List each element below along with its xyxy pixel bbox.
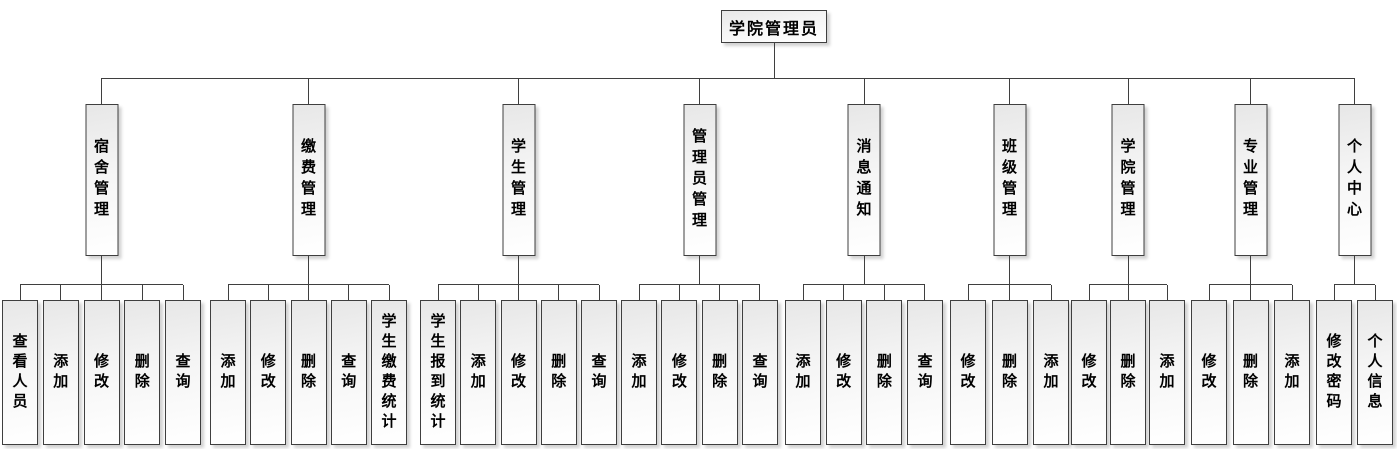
connector-line <box>101 78 1355 79</box>
leaf-node: 添加 <box>785 285 821 445</box>
leaf-row: 修改 删除 添加 <box>1191 285 1310 445</box>
connector-line <box>968 284 1051 285</box>
connector-line <box>20 284 183 285</box>
leaf-node: 添加 <box>210 285 246 445</box>
leaf-row: 修改 删除 添加 <box>1071 285 1185 445</box>
connector-line <box>1089 284 1167 285</box>
connector-line <box>1209 284 1292 285</box>
leaf-row: 学生报到统计 添加 修改 删除 查询 <box>420 285 617 445</box>
leaf-node: 查看人员 <box>2 285 38 445</box>
leaf-node: 个人信息 <box>1357 285 1393 445</box>
branch-node-admin-management: 管理员管理 <box>683 104 716 256</box>
leaf-node: 删除 <box>1232 285 1269 445</box>
leaf-row: 添加 修改 删除 查询 <box>785 285 943 445</box>
branch-group-major: 专业管理 修改 删除 添加 <box>1191 78 1310 445</box>
leaf-node: 添加 <box>1033 285 1069 445</box>
leaf-node: 删除 <box>290 285 327 445</box>
branch-group-admin: 管理员管理 添加 修改 删除 查询 <box>621 78 778 445</box>
leaf-row: 添加 修改 删除 查询 <box>621 285 778 445</box>
branch-node-major-management: 专业管理 <box>1234 104 1267 256</box>
leaf-row: 修改 删除 添加 <box>950 285 1069 445</box>
leaf-node: 添加 <box>42 285 79 445</box>
leaf-node: 删除 <box>866 285 903 445</box>
leaf-node: 修改 <box>661 285 698 445</box>
leaf-node: 查询 <box>330 285 367 445</box>
leaf-node: 查询 <box>581 285 617 445</box>
leaf-node: 修改 <box>825 285 862 445</box>
leaf-node: 查询 <box>906 285 943 445</box>
leaf-row: 添加 修改 删除 查询 学生缴费统计 <box>210 285 407 445</box>
leaf-node: 添加 <box>1149 285 1185 445</box>
leaf-row: 修改密码 个人信息 <box>1316 285 1393 445</box>
branch-group-college: 学院管理 修改 删除 添加 <box>1071 78 1185 445</box>
leaf-node: 学生报到统计 <box>420 285 456 445</box>
branch-node-class-management: 班级管理 <box>993 104 1026 256</box>
branch-group-dormitory: 宿舍管理 查看人员 添加 修改 删除 查询 <box>2 78 201 445</box>
leaf-node: 查询 <box>165 285 201 445</box>
branch-group-class: 班级管理 修改 删除 添加 <box>950 78 1069 445</box>
branch-node-message-notice: 消息通知 <box>847 104 881 256</box>
leaf-node: 删除 <box>701 285 738 445</box>
leaf-node: 添加 <box>460 285 497 445</box>
leaf-node: 删除 <box>124 285 161 445</box>
leaf-node: 修改 <box>83 285 120 445</box>
leaf-node: 修改 <box>250 285 287 445</box>
connector-line <box>803 284 925 285</box>
leaf-node: 添加 <box>621 285 657 445</box>
connector-line <box>774 43 775 78</box>
branch-node-college-management: 学院管理 <box>1111 104 1145 256</box>
branch-node-personal-center: 个人中心 <box>1338 104 1371 256</box>
branch-node-dormitory-management: 宿舍管理 <box>85 104 118 256</box>
branch-group-personal: 个人中心 修改密码 个人信息 <box>1316 78 1393 445</box>
branch-node-payment-management: 缴费管理 <box>292 104 325 256</box>
connector-line <box>438 284 599 285</box>
branch-group-payment: 缴费管理 添加 修改 删除 查询 学生缴费统计 <box>210 78 407 445</box>
connector-line <box>639 284 760 285</box>
leaf-node: 修改 <box>500 285 537 445</box>
leaf-node: 删除 <box>540 285 577 445</box>
leaf-node: 修改 <box>950 285 986 445</box>
leaf-node: 修改 <box>1071 285 1107 445</box>
leaf-node: 修改 <box>1191 285 1227 445</box>
leaf-row: 查看人员 添加 修改 删除 查询 <box>2 285 201 445</box>
branch-node-student-management: 学生管理 <box>502 104 535 256</box>
leaf-node: 删除 <box>1110 285 1146 445</box>
branch-group-student: 学生管理 学生报到统计 添加 修改 删除 查询 <box>420 78 617 445</box>
branch-group-notice: 消息通知 添加 修改 删除 查询 <box>785 78 943 445</box>
connector-line <box>228 284 389 285</box>
leaf-node: 查询 <box>741 285 778 445</box>
root-node-college-admin: 学院管理员 <box>721 10 827 43</box>
leaf-node: 修改密码 <box>1316 285 1352 445</box>
connector-line <box>1334 284 1375 285</box>
leaf-node: 学生缴费统计 <box>371 285 407 445</box>
leaf-node: 添加 <box>1274 285 1310 445</box>
leaf-node: 删除 <box>991 285 1028 445</box>
